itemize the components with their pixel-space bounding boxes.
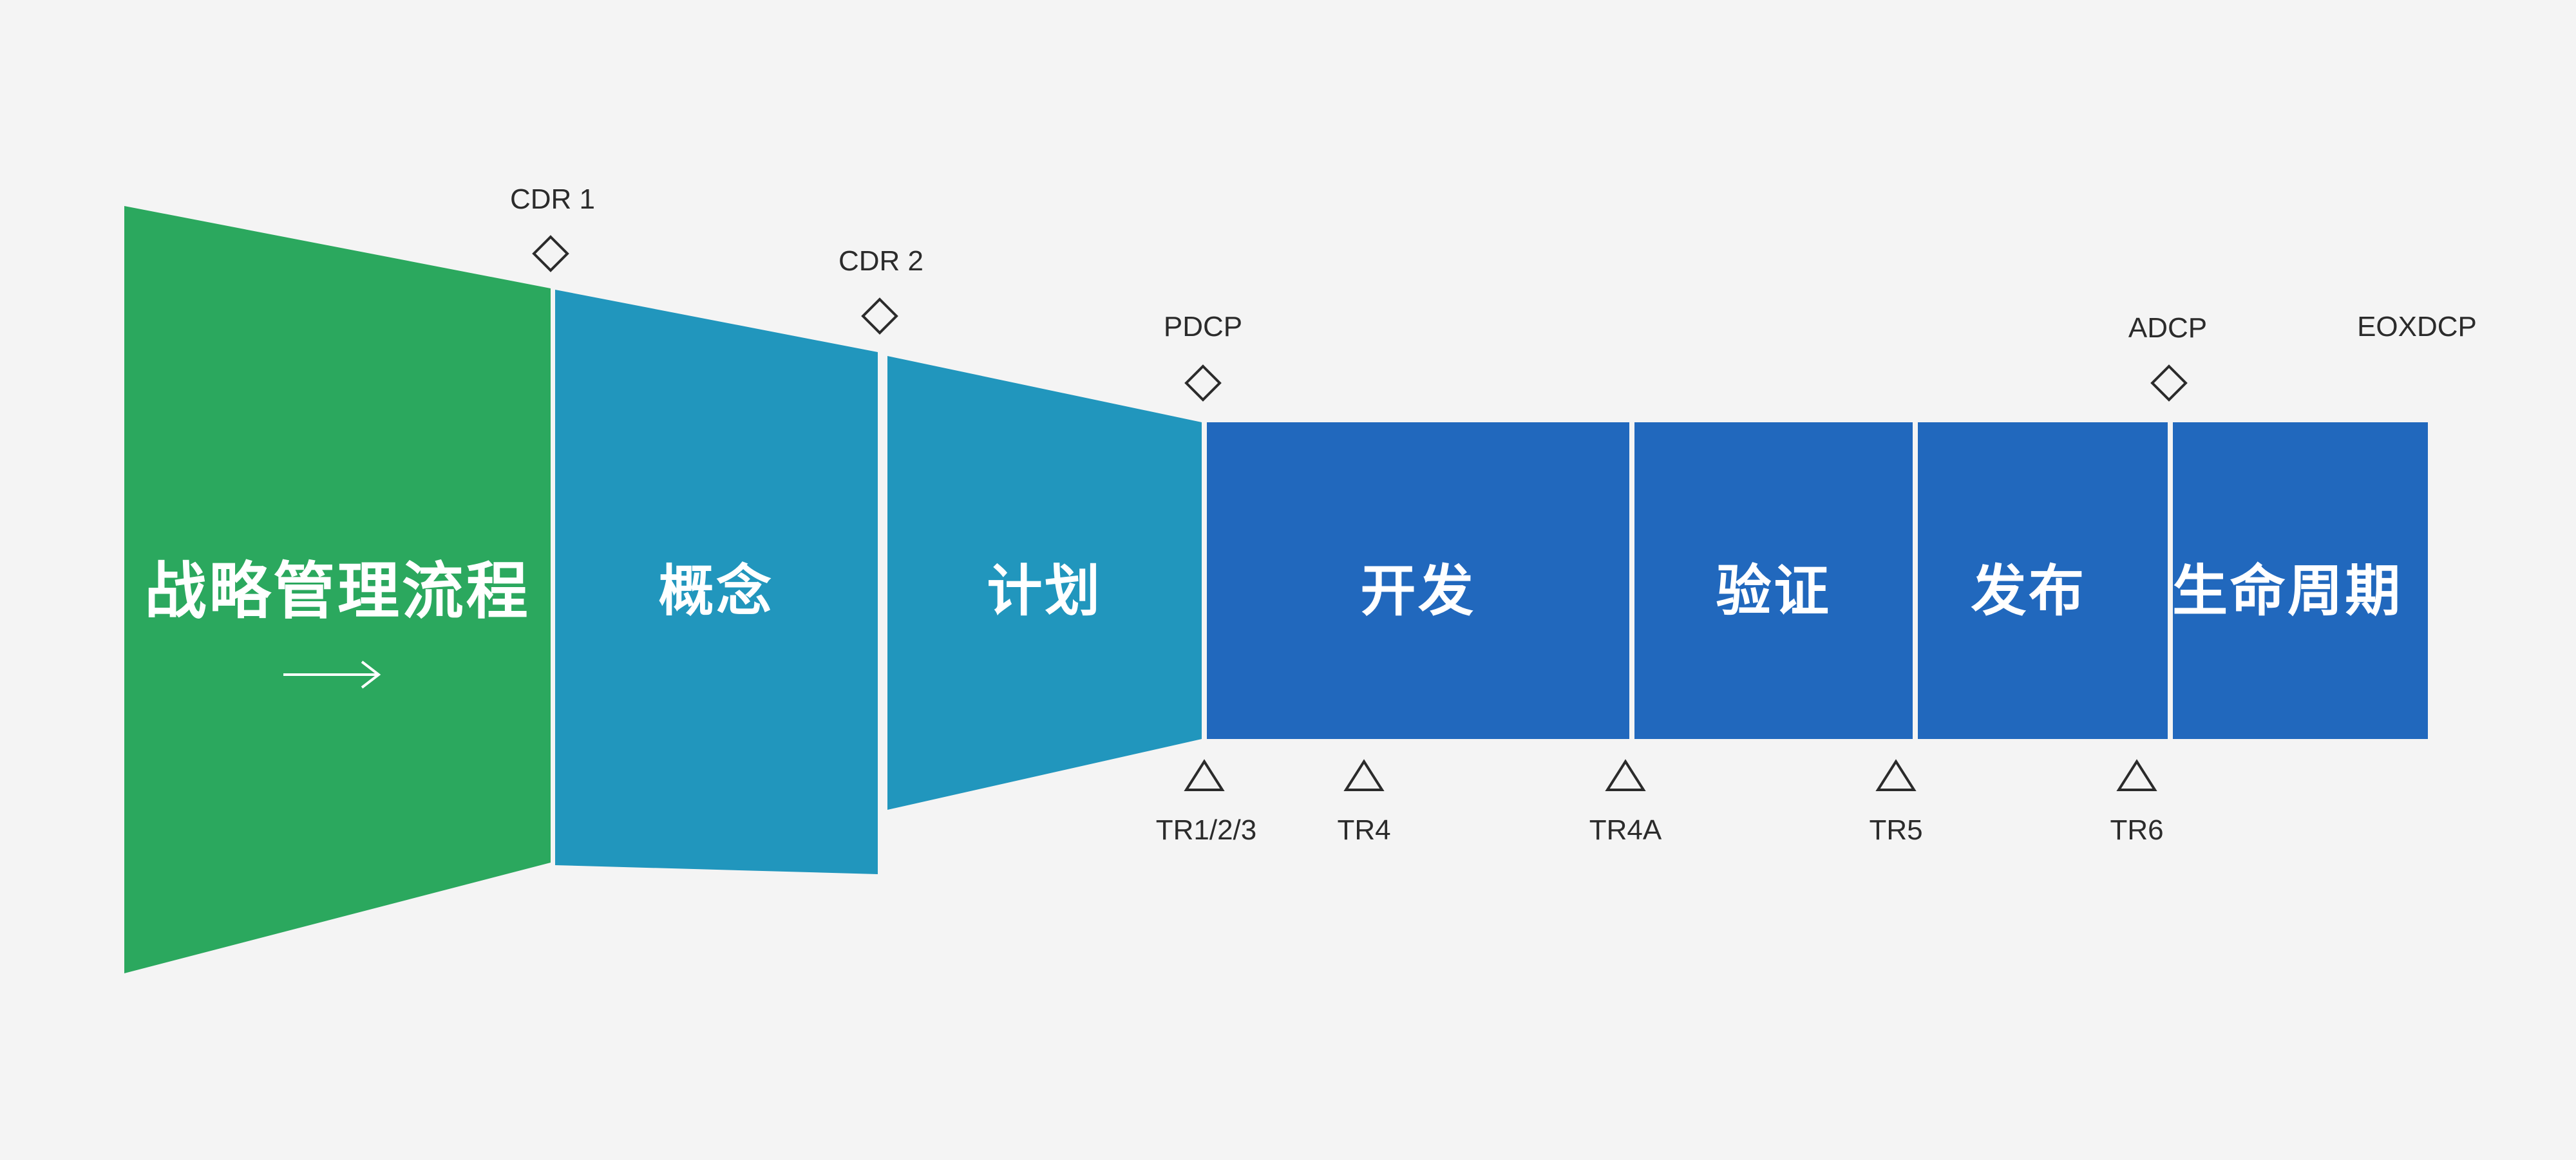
- tr-label-tr123: TR1/2/3: [1155, 814, 1257, 846]
- stage-shape-lifecycle[interactable]: [2173, 422, 2428, 739]
- stage-label-strategy: 战略管理流程: [144, 555, 531, 628]
- forward-arrow-icon: [283, 660, 381, 689]
- gate-label-eoxdcp: EOXDCP: [2357, 311, 2477, 342]
- stage-label-plan: 计划: [987, 559, 1103, 624]
- arrow-head: [361, 660, 381, 689]
- stage-label-concept: 概念: [658, 559, 774, 624]
- tr-label-tr5: TR5: [1869, 814, 1923, 846]
- triangle-icon-tr4a[interactable]: [1605, 759, 1646, 791]
- stage-label-development: 开发: [1360, 559, 1476, 624]
- stage-shape-strategy[interactable]: [124, 206, 551, 973]
- diamond-icon-cdr1[interactable]: [532, 235, 569, 272]
- triangle-icon-tr123[interactable]: [1184, 759, 1225, 791]
- gate-label-pdcp: PDCP: [1163, 311, 1243, 342]
- gate-label-cdr2: CDR 2: [838, 245, 924, 277]
- stage-shapes-group: [124, 206, 2428, 973]
- diamond-icon-pdcp[interactable]: [1184, 364, 1222, 402]
- diamond-icon-adcp[interactable]: [2150, 364, 2188, 402]
- stage-shape-plan[interactable]: [887, 356, 1202, 810]
- tr-label-tr4: TR4: [1337, 814, 1391, 846]
- gate-label-adcp: ADCP: [2128, 312, 2208, 344]
- stage-shape-verification[interactable]: [1634, 422, 1913, 739]
- gate-markers-group: [532, 235, 2188, 402]
- diamond-icon-cdr2[interactable]: [861, 297, 898, 335]
- gate-label-cdr1: CDR 1: [509, 183, 596, 215]
- tr-label-tr4a: TR4A: [1589, 814, 1662, 846]
- stage-label-lifecycle: 生命周期: [2172, 559, 2403, 624]
- stage-label-verification: 验证: [1716, 559, 1832, 624]
- triangle-icon-tr5[interactable]: [1875, 759, 1917, 791]
- stage-shape-development[interactable]: [1207, 422, 1629, 739]
- tr-label-tr6: TR6: [2110, 814, 2164, 846]
- technical-review-markers-group: [1184, 759, 2157, 791]
- triangle-icon-tr4[interactable]: [1343, 759, 1385, 791]
- stage-shape-concept[interactable]: [555, 290, 878, 874]
- stage-shape-release[interactable]: [1918, 422, 2168, 739]
- triangle-icon-tr6[interactable]: [2116, 759, 2157, 791]
- stage-label-release: 发布: [1971, 559, 2087, 624]
